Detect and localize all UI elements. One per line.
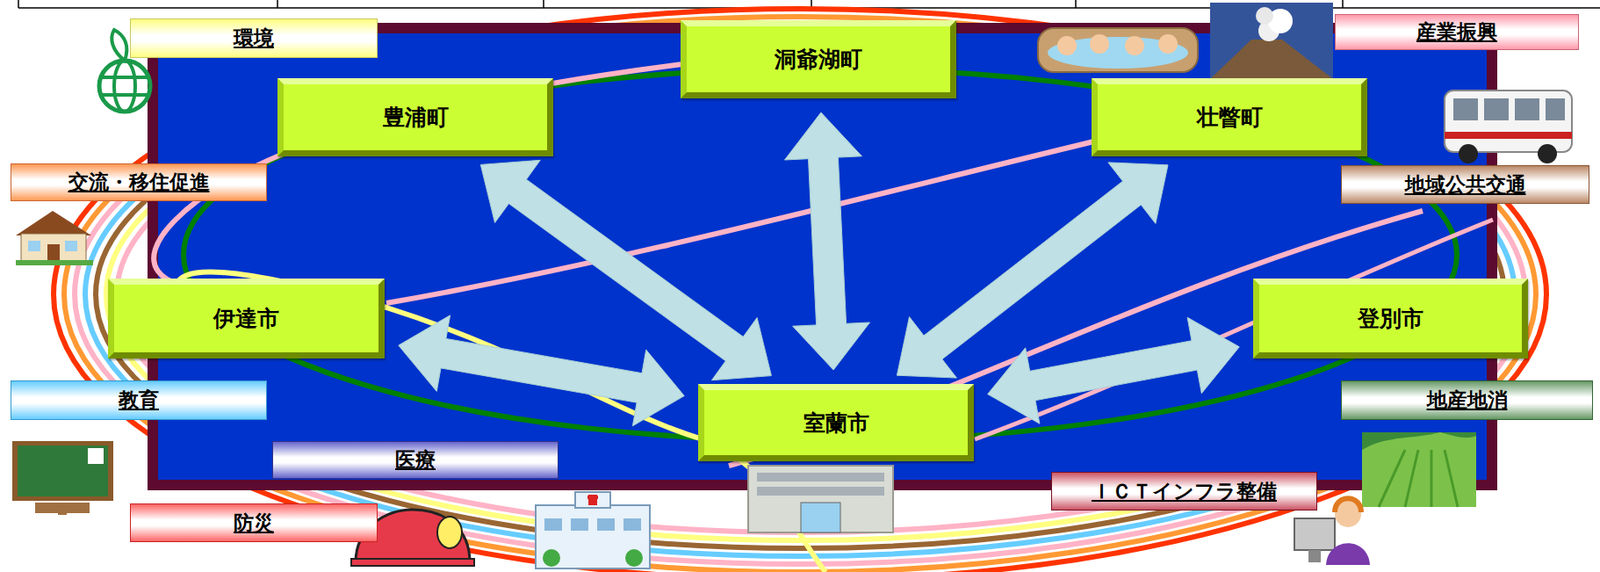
house-icon	[15, 210, 94, 266]
municipality-name: 洞爺湖町	[774, 44, 863, 74]
cooperation-arrow	[785, 112, 871, 370]
theme-name: 環境	[233, 24, 274, 52]
hot-spring-icon	[1037, 28, 1198, 73]
cooperation-arrow	[398, 315, 685, 426]
municipality-name: 豊浦町	[382, 102, 449, 132]
volcano-icon	[1210, 2, 1334, 80]
theme-label-box: 医療	[272, 440, 559, 479]
theme-name: 医療	[395, 446, 436, 474]
municipality-box: 登別市	[1253, 278, 1528, 359]
theme-label-box: 地域公共交通	[1340, 165, 1590, 204]
municipality-box: 伊達市	[108, 278, 385, 359]
theme-label-box: 産業振興	[1334, 14, 1579, 51]
theme-name: 地産地消	[1427, 386, 1508, 414]
theme-name: 防災	[233, 509, 274, 537]
cooperation-arrow	[480, 159, 772, 380]
field-icon	[1362, 432, 1477, 507]
hospital-icon	[535, 491, 650, 569]
theme-label-box: 防災	[129, 503, 378, 542]
cooperation-arrow	[896, 162, 1168, 378]
municipality-box: 室蘭市	[698, 383, 974, 462]
theme-name: 教育	[118, 386, 159, 414]
theme-name: 交流・移住促進	[68, 168, 210, 196]
municipality-box: 豊浦町	[277, 78, 554, 157]
theme-label-box: 環境	[129, 18, 378, 58]
blackboard-icon	[12, 440, 114, 515]
theme-name: 地域公共交通	[1405, 171, 1527, 199]
municipality-name: 室蘭市	[803, 408, 870, 438]
bus-icon	[1444, 90, 1572, 164]
municipality-name: 伊達市	[213, 303, 280, 333]
theme-label-box: 教育	[10, 380, 267, 420]
city-hall-icon	[748, 465, 894, 533]
municipality-box: 洞爺湖町	[680, 20, 957, 99]
municipality-box: 壮瞥町	[1091, 78, 1368, 157]
theme-label-box: 地産地消	[1340, 380, 1593, 420]
cooperation-arrow	[987, 317, 1240, 424]
municipality-name: 壮瞥町	[1196, 102, 1263, 132]
municipality-name: 登別市	[1357, 303, 1424, 333]
theme-name: ＩＣＴインフラ整備	[1091, 477, 1277, 505]
theme-label-box: 交流・移住促進	[10, 163, 267, 202]
theme-name: 産業振興	[1416, 18, 1498, 46]
theme-loops	[53, 8, 1547, 572]
theme-label-box: ＩＣＴインフラ整備	[1051, 471, 1318, 511]
